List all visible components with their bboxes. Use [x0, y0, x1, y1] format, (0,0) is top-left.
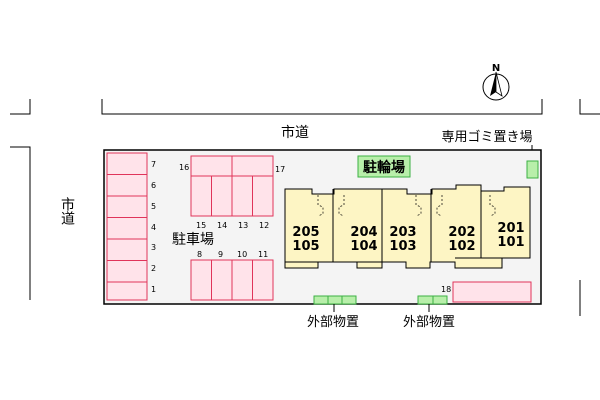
road-edges — [10, 99, 600, 316]
parking-space — [106, 174, 148, 197]
parking-number: 6 — [151, 181, 156, 190]
parking-number: 12 — [259, 221, 269, 230]
parking-number: 4 — [151, 223, 156, 232]
unit-number: 103 — [389, 239, 416, 254]
parking-space — [231, 175, 253, 217]
parking-space — [190, 175, 212, 217]
parking-number: 11 — [258, 250, 268, 259]
parking-number: 18 — [441, 285, 451, 294]
parking-number: 15 — [196, 221, 206, 230]
parking-number: 1 — [151, 285, 156, 294]
bicycle-parking — [357, 155, 411, 178]
parking-space — [190, 259, 212, 301]
unit-number: 205 — [292, 225, 319, 240]
parking-space — [211, 259, 233, 301]
parking-number: 10 — [237, 250, 247, 259]
parking-space — [106, 281, 148, 301]
road-edge-left — [10, 146, 31, 300]
apartment-building: 205 105 204 104 203 103 202 102 201 101 — [284, 184, 531, 269]
road-edge-top-right — [579, 99, 600, 115]
parking-space — [452, 281, 532, 303]
parking-number: 14 — [217, 221, 227, 230]
top-road-label: 市道 — [281, 124, 309, 141]
parking-space — [106, 238, 148, 261]
parking-number: 5 — [151, 202, 156, 211]
parking-space — [211, 175, 233, 217]
parking-number: 3 — [151, 243, 156, 252]
parking-number: 8 — [197, 250, 202, 259]
parking-space — [106, 195, 148, 218]
parking-number: 13 — [238, 221, 248, 230]
parking-number: 9 — [218, 250, 223, 259]
upper-parking-block: 16 17 15 14 13 12 — [179, 155, 285, 230]
lower-parking-block: 8 9 10 11 — [190, 250, 274, 301]
parking-space — [231, 155, 274, 177]
north-label: N — [492, 63, 500, 74]
unit-number: 201 — [497, 221, 524, 236]
unit-number: 102 — [448, 239, 475, 254]
garbage-area-label: 専用ゴミ置き場 — [441, 129, 532, 145]
outdoor-storage-label: 外部物置 — [403, 315, 455, 330]
unit-number: 202 — [448, 225, 475, 240]
unit-number: 203 — [389, 225, 416, 240]
parking-space — [106, 217, 148, 240]
unit-number: 104 — [350, 239, 377, 254]
parking-space — [231, 259, 253, 301]
garbage-area — [526, 160, 539, 179]
outdoor-storage-label: 外部物置 — [307, 315, 359, 330]
parking-label: 駐車場 — [172, 231, 214, 248]
parking-number: 17 — [275, 165, 285, 174]
parking-space — [252, 259, 274, 301]
outdoor-storage — [417, 295, 448, 312]
parking-number: 7 — [151, 160, 156, 169]
parking-number: 16 — [179, 163, 189, 172]
left-road-label: 市道 — [59, 196, 75, 226]
parking-space — [252, 175, 274, 217]
parking-space — [106, 152, 148, 175]
left-parking-column: 7 6 5 4 3 2 1 — [106, 152, 156, 301]
road-edge-top-main — [101, 99, 543, 115]
outdoor-storage — [313, 295, 357, 312]
road-edge-top-left — [10, 99, 31, 115]
unit-number: 101 — [497, 235, 524, 250]
parking-space — [106, 260, 148, 283]
parking-number: 2 — [151, 264, 156, 273]
unit-number: 204 — [350, 225, 377, 240]
north-arrow-icon: N — [482, 63, 510, 101]
parking-space — [190, 155, 233, 177]
unit-number: 105 — [292, 239, 319, 254]
bicycle-parking-label: 駐輪場 — [363, 159, 405, 176]
